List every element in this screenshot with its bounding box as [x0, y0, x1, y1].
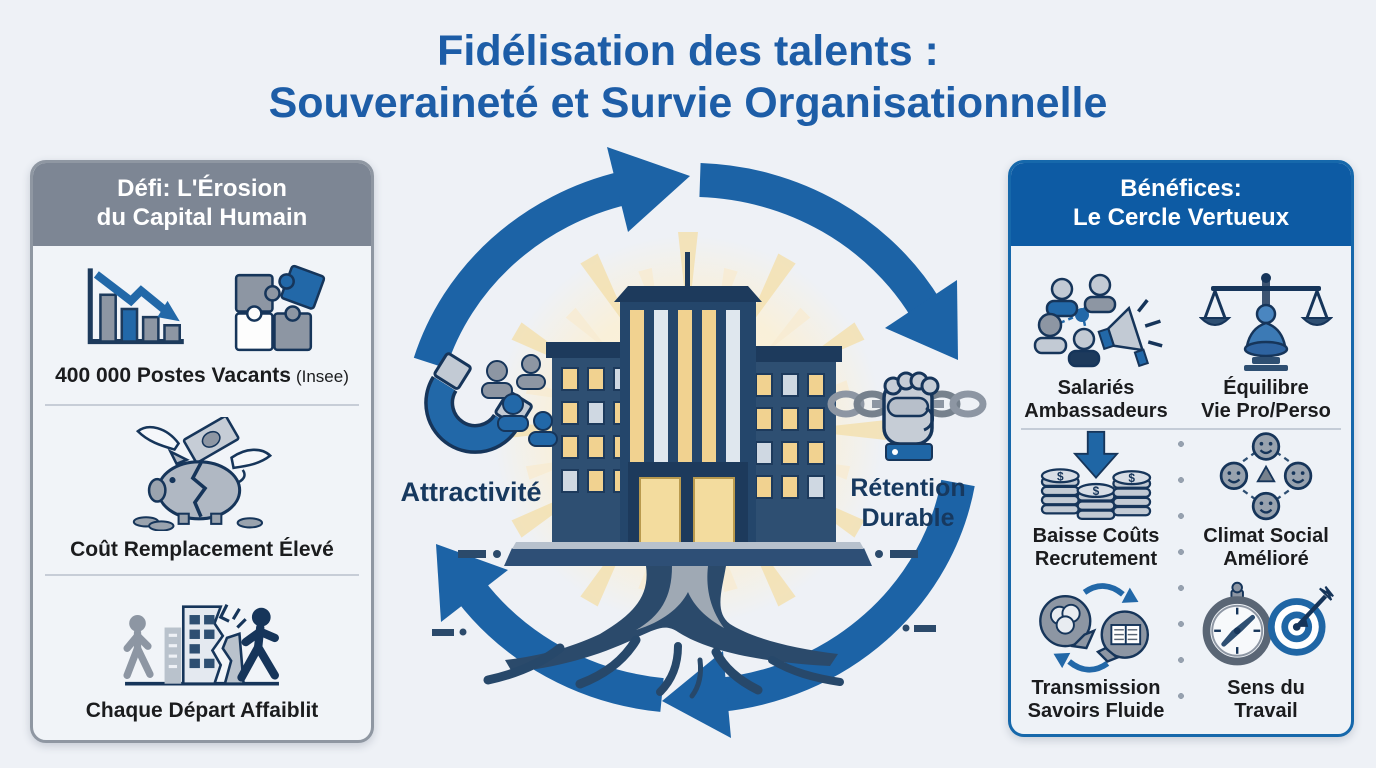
benefit-label-cost-reduction: Baisse Coûts Recrutement: [1032, 525, 1160, 571]
title-line-1: Fidélisation des talents :: [437, 27, 939, 75]
cycle-arrows-icon: [413, 147, 975, 738]
cycle-arrowhead-right: [885, 280, 958, 360]
benefits-grid: Salariés Ambassadeurs: [1011, 246, 1351, 728]
magnet-icon: [424, 352, 533, 454]
page-title: Fidélisation des talents : Souveraineté …: [0, 26, 1376, 129]
vacancies-icon-row: [74, 261, 330, 357]
challenges-header-line1: Défi: L'Érosion: [117, 175, 287, 202]
cycle-arrowhead-left: [436, 544, 508, 622]
fist-holding-chain-icon: [827, 371, 987, 461]
column-dotted-divider: [1178, 439, 1184, 708]
benefits-header-line1: Bénéfices:: [1120, 175, 1242, 202]
recruitment-cost-down-icon: $ $ $: [1040, 430, 1152, 520]
benefit-label-work-purpose: Sens du Travail: [1227, 677, 1305, 723]
challenge-item-replacement-cost: Coût Remplacement Élevé: [33, 406, 371, 574]
attractivite-label: Attractivité: [400, 477, 542, 507]
benefit-item-knowledge-transfer: Transmission Savoirs Fluide: [1011, 576, 1181, 728]
company-building-icon: [546, 252, 842, 551]
employee-ambassadors-icon: [1033, 273, 1163, 368]
benefits-panel: Bénéfices: Le Cercle Vertueux: [1008, 160, 1354, 737]
platform: [432, 542, 936, 636]
section-divider: [45, 573, 359, 576]
benefit-label-knowledge-transfer: Transmission Savoirs Fluide: [1027, 677, 1165, 723]
benefits-panel-header: Bénéfices: Le Cercle Vertueux: [1011, 163, 1351, 246]
cycle-arrowhead-bottom: [662, 651, 731, 738]
knowledge-transfer-icon: [1039, 583, 1150, 673]
challenge-item-vacancies: 400 000 Postes Vacants(Insee): [33, 246, 371, 404]
retention-durable-label: Rétention Durable: [836, 474, 980, 533]
social-climate-icon: [1219, 431, 1313, 520]
svg-text:$: $: [1057, 469, 1064, 483]
benefit-label-ambassadors: Salariés Ambassadeurs: [1024, 377, 1168, 423]
benefits-header-line2: Le Cercle Vertueux: [1072, 204, 1290, 232]
benefit-item-work-purpose: Sens du Travail: [1181, 576, 1351, 728]
section-divider: [45, 403, 359, 406]
benefit-item-work-life-balance: Équilibre Vie Pro/Perso: [1181, 246, 1351, 428]
departure-label: Chaque Départ Affaiblit: [85, 699, 319, 723]
benefit-label-work-life-balance: Équilibre Vie Pro/Perso: [1201, 377, 1331, 423]
employee-departure-icon: [123, 603, 279, 686]
cycle-arrowhead-top: [607, 147, 690, 232]
declining-bar-chart-icon: [87, 268, 184, 345]
tree-roots-icon: [483, 566, 844, 699]
benefit-item-social-climate: Climat Social Amélioré: [1181, 430, 1351, 576]
puzzle-pieces-icon: [234, 264, 326, 352]
replacement-cost-label: Coût Remplacement Élevé: [70, 538, 334, 562]
retention-label-line1: Rétention: [850, 474, 966, 502]
sunburst-icon: [490, 232, 886, 628]
challenges-panel: Défi: L'Érosion du Capital Humain: [30, 160, 374, 743]
challenges-header-line2: du Capital Humain: [96, 204, 308, 232]
work-life-balance-icon: [1199, 273, 1333, 372]
benefit-label-social-climate: Climat Social Amélioré: [1203, 525, 1329, 571]
work-purpose-icon: [1202, 581, 1334, 666]
row-divider: [1021, 427, 1341, 430]
challenges-panel-header: Défi: L'Érosion du Capital Humain: [33, 163, 371, 246]
svg-text:$: $: [1093, 484, 1100, 498]
broken-piggy-bank-icon: [132, 417, 273, 532]
vacancies-label: 400 000 Postes Vacants(Insee): [55, 364, 349, 388]
vacancies-label-source: (Insee): [295, 367, 349, 387]
title-line-2: Souveraineté et Survie Organisationnelle: [268, 78, 1108, 127]
vacancies-label-text: 400 000 Postes Vacants: [55, 364, 291, 388]
attracted-people-icon: [481, 354, 558, 447]
benefit-item-cost-reduction: $ $ $ Baisse Coûts Recrutement: [1011, 430, 1181, 576]
retention-label-line2: Durable: [861, 503, 955, 532]
challenge-item-departure: Chaque Départ Affaiblit: [33, 576, 371, 736]
svg-text:$: $: [1128, 471, 1135, 485]
benefit-item-ambassadors: Salariés Ambassadeurs: [1011, 246, 1181, 428]
